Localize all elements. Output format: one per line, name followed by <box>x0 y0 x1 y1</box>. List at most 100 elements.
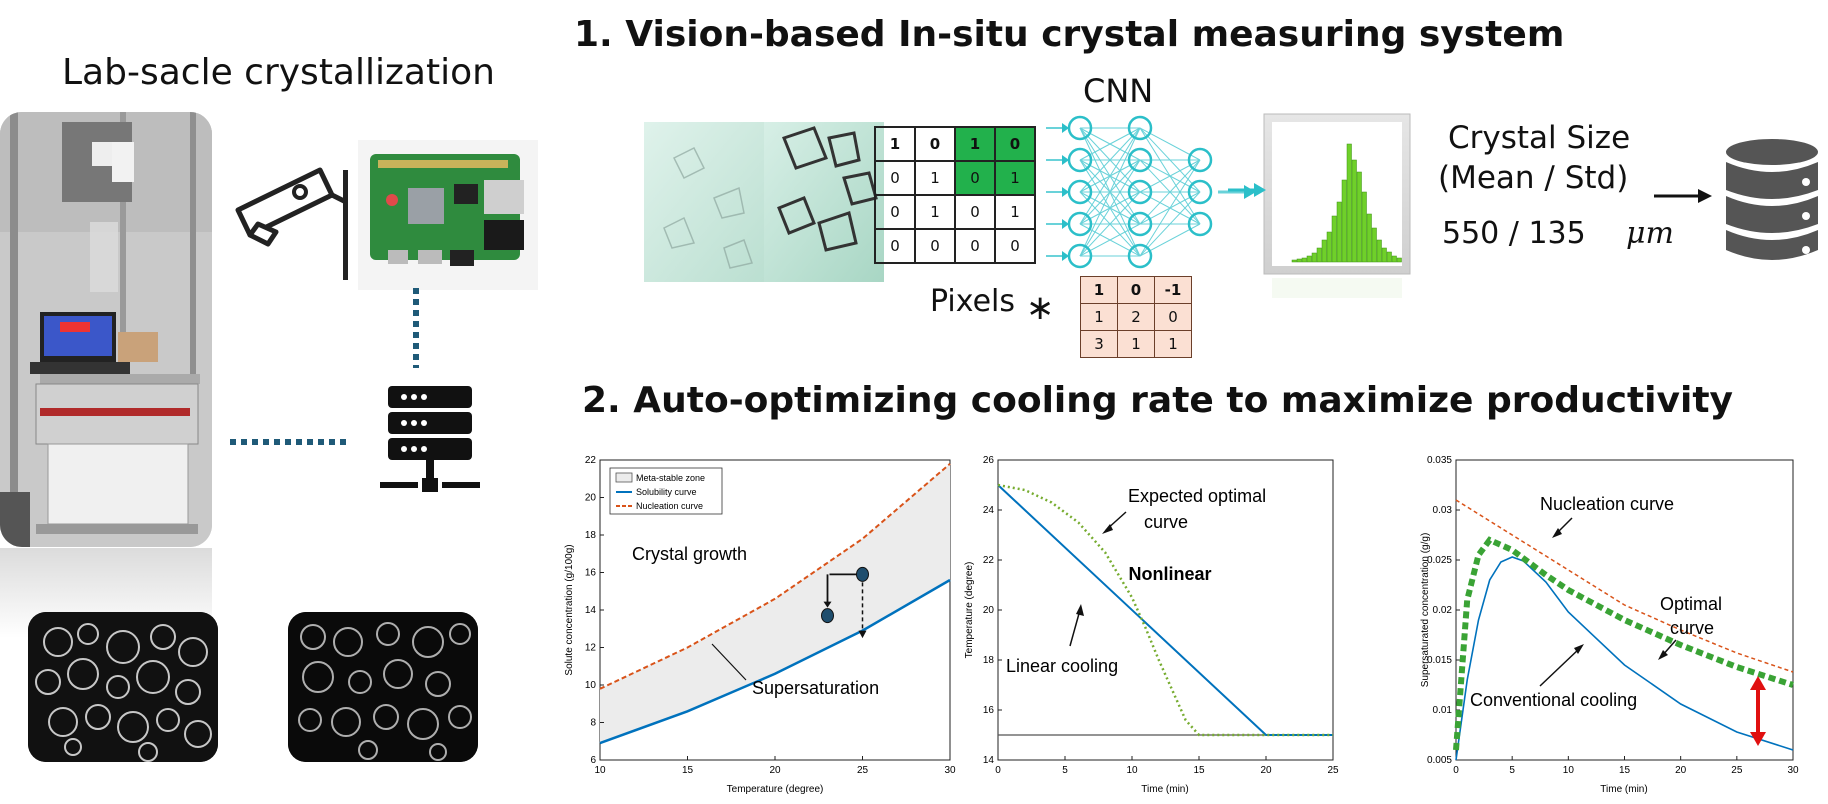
linear-cooling-curve <box>997 484 1333 736</box>
y-tick-label: 0.015 <box>1427 655 1452 666</box>
matrix-cell: 1 <box>994 194 1036 230</box>
histogram-bar <box>1371 227 1377 263</box>
annotation-conventional: Conventional cooling <box>1470 690 1637 710</box>
input-arrow <box>1062 155 1069 165</box>
matrix-cell: 0 <box>954 228 996 264</box>
crystal-size-label: Crystal Size <box>1448 120 1631 156</box>
input-arrow <box>1062 251 1069 261</box>
convolution-symbol: ∗ <box>1026 288 1055 328</box>
matrix-cell: 0 <box>994 228 1036 264</box>
x-tick-label: 20 <box>1260 765 1272 776</box>
y-tick-label: 10 <box>585 680 597 691</box>
x-tick-label: 0 <box>1453 765 1459 776</box>
annotation-nonlinear: Nonlinear <box>1128 564 1211 584</box>
arrow-to-database <box>1654 189 1712 203</box>
histogram-bar <box>1291 259 1297 263</box>
x-tick-label: 25 <box>857 765 869 776</box>
x-tick-label: 5 <box>1509 765 1515 776</box>
kernel-cell: 0 <box>1117 276 1155 304</box>
crystal-image-stack <box>644 122 884 282</box>
lab-scale-title: Lab-sacle crystallization <box>62 52 495 93</box>
data-point <box>856 566 869 582</box>
annotation-supersaturation: Supersaturation <box>752 678 879 698</box>
y-tick-label: 8 <box>590 718 596 729</box>
histogram-bar <box>1321 239 1327 263</box>
optimal-curve <box>1453 536 1794 751</box>
x-tick-label: 25 <box>1731 765 1743 776</box>
histogram-bar <box>1396 257 1402 263</box>
meta-stable-zone-area <box>600 463 950 744</box>
kernel-cell: -1 <box>1154 276 1192 304</box>
matrix-cell: 0 <box>874 160 916 196</box>
kernel-cell: 1 <box>1080 276 1118 304</box>
cnn-node <box>1127 115 1153 141</box>
crystal-size-value: 550 / 135 <box>1442 216 1586 251</box>
annotation-curve: curve <box>1144 512 1188 532</box>
cnn-node <box>1127 147 1153 173</box>
histogram-bar <box>1311 252 1317 263</box>
pixels-label: Pixels <box>930 284 1016 319</box>
crystal-micrograph-2 <box>288 612 478 762</box>
productivity-gap-arrow <box>1750 676 1766 746</box>
y-tick-label: 0.01 <box>1433 705 1453 716</box>
histogram-bar <box>1346 143 1352 263</box>
kernel-cell: 1 <box>1154 330 1192 358</box>
matrix-cell: 0 <box>994 126 1036 162</box>
y-tick-label: 0.005 <box>1427 755 1452 766</box>
y-tick-label: 14 <box>983 755 995 766</box>
y-tick-label: 24 <box>983 505 995 516</box>
matrix-cell: 0 <box>914 228 956 264</box>
x-tick-label: 15 <box>682 765 694 776</box>
y-tick-label: 0.02 <box>1433 605 1453 616</box>
matrix-cell: 1 <box>874 126 916 162</box>
matrix-cell: 0 <box>874 194 916 230</box>
data-point <box>821 608 834 624</box>
annotation-crystal-growth: Crystal growth <box>632 544 747 564</box>
y-tick-label: 12 <box>585 643 597 654</box>
y-tick-label: 0.035 <box>1427 455 1452 466</box>
x-tick-label: 10 <box>1126 765 1138 776</box>
input-arrow <box>1062 187 1069 197</box>
matrix-cell: 1 <box>914 194 956 230</box>
histogram-bar <box>1356 171 1362 263</box>
histogram-bar <box>1386 251 1392 263</box>
y-tick-label: 0.03 <box>1433 505 1453 516</box>
chart1-legend: Meta-stable zone Solubility curve Nuclea… <box>609 467 723 515</box>
matrix-cell: 0 <box>954 160 996 196</box>
x-tick-label: 10 <box>594 765 606 776</box>
input-arrow <box>1062 219 1069 229</box>
chart1-ylabel: Solute concentration (g/100g) <box>564 544 575 675</box>
annotation-linear-cooling: Linear cooling <box>1006 656 1118 676</box>
x-tick-label: 0 <box>995 765 1001 776</box>
chart3-ylabel: Supersaturated concentration (g/g) <box>1420 533 1431 688</box>
kernel-cell: 1 <box>1117 330 1155 358</box>
annotation-nucleation-curve: Nucleation curve <box>1540 494 1674 514</box>
annotation-optimal-curve: curve <box>1670 618 1714 638</box>
histogram-bar <box>1336 201 1342 263</box>
cnn-node <box>1127 211 1153 237</box>
matrix-cell: 1 <box>994 160 1036 196</box>
y-tick-label: 18 <box>585 530 597 541</box>
expected-optimal-curve <box>997 483 1333 737</box>
crystallizer-photo <box>0 112 212 547</box>
histogram-bar <box>1306 255 1312 263</box>
y-tick-label: 22 <box>983 555 995 566</box>
kernel-cell: 2 <box>1117 303 1155 331</box>
cnn-node <box>1187 147 1213 173</box>
section1-title: 1. Vision-based In-situ crystal measurin… <box>574 14 1565 55</box>
histogram-bar <box>1296 258 1302 263</box>
raspberry-pi-board <box>358 140 538 290</box>
histogram-bar <box>1376 239 1382 263</box>
y-tick-label: 16 <box>983 705 995 716</box>
x-tick-label: 30 <box>944 765 956 776</box>
cnn-node <box>1127 243 1153 269</box>
x-tick-label: 5 <box>1062 765 1068 776</box>
y-tick-label: 0.025 <box>1427 555 1452 566</box>
x-tick-label: 20 <box>1675 765 1687 776</box>
y-tick-label: 14 <box>585 605 597 616</box>
nucleation-curve <box>1455 499 1794 673</box>
x-tick-label: 10 <box>1563 765 1575 776</box>
legend-nucleation: Nucleation curve <box>636 501 703 511</box>
